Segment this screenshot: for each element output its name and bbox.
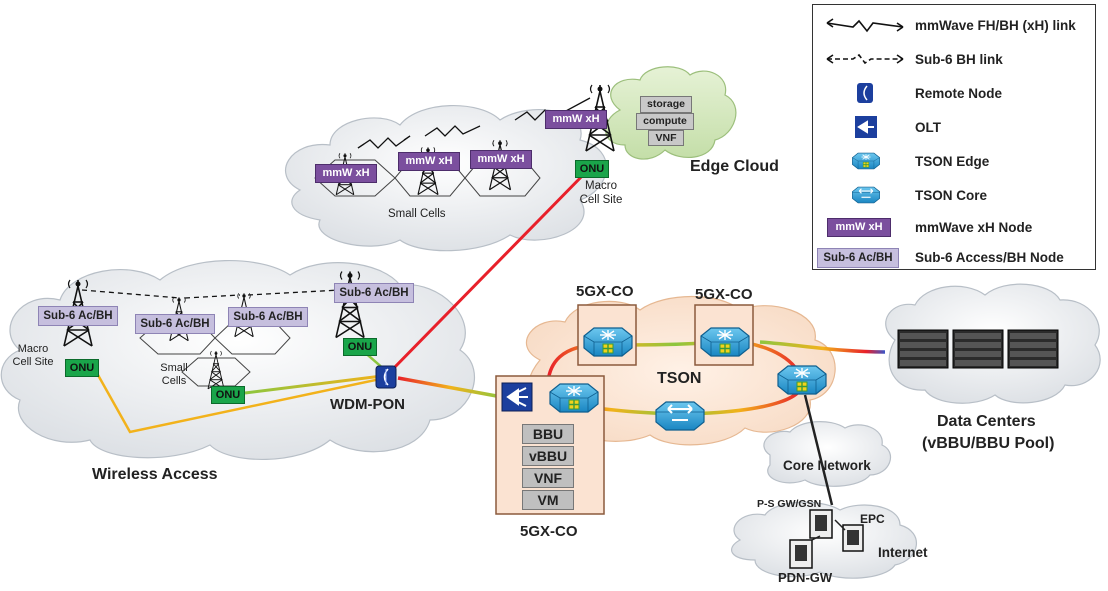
legend-label: TSON Edge bbox=[915, 154, 990, 169]
tson-edge-icon bbox=[700, 327, 750, 357]
onu-badge: ONU bbox=[211, 386, 245, 404]
mmw-node-badge: mmW xH bbox=[545, 110, 607, 129]
legend-label: Remote Node bbox=[915, 86, 1003, 101]
mmw-node-badge: mmW xH bbox=[315, 164, 377, 183]
sub6-node-badge: Sub-6 Ac/BH bbox=[228, 307, 308, 327]
mmw-node-label: mmW xH bbox=[477, 153, 525, 165]
mmwave-link-icon bbox=[826, 18, 904, 33]
mmw-node-label: mmW xH bbox=[322, 167, 370, 179]
legend-label: mmWave FH/BH (xH) link bbox=[915, 18, 1076, 33]
wdm-pon-label: WDM-PON bbox=[330, 396, 405, 413]
co-vnf-box: VNF bbox=[522, 468, 574, 488]
tson-edge-icon bbox=[777, 365, 827, 395]
tson-to-core-link bbox=[803, 394, 834, 506]
tson-edge-icon bbox=[549, 383, 599, 413]
small-cells-top-label: Small Cells bbox=[388, 208, 446, 220]
green-fiber-link-small bbox=[244, 374, 383, 395]
core-network-label: Core Network bbox=[783, 458, 871, 473]
internet-label: Internet bbox=[878, 545, 928, 560]
pdn-gw-label: PDN-GW bbox=[778, 570, 833, 585]
onu-label: ONU bbox=[69, 362, 95, 374]
legend-label: mmWave xH Node bbox=[915, 220, 1033, 235]
legend-item-olt: OLT bbox=[813, 113, 1095, 143]
co-bbu-box: BBU bbox=[522, 424, 574, 444]
legend-item-sub6-link: Sub-6 BH link bbox=[813, 45, 1095, 75]
onu-label: ONU bbox=[347, 341, 373, 353]
tson-edge-icon bbox=[851, 152, 881, 170]
co-bottom-label: 5GX-CO bbox=[520, 523, 578, 540]
epc-label: EPC bbox=[860, 512, 885, 526]
remote-node-icon bbox=[375, 365, 397, 389]
edge-cloud-label: Edge Cloud bbox=[690, 158, 779, 175]
onu-badge: ONU bbox=[65, 359, 99, 377]
remote-node-icon bbox=[857, 83, 873, 103]
ps-gw-label: P-S GW/GSN bbox=[757, 498, 822, 510]
legend-label: Sub-6 BH link bbox=[915, 52, 1003, 67]
tson-edge-icon bbox=[583, 327, 633, 357]
epc-icon bbox=[842, 524, 864, 552]
wireless-access-label: Wireless Access bbox=[92, 466, 218, 483]
legend-item-tson-core: TSON Core bbox=[813, 181, 1095, 211]
onu-badge: ONU bbox=[343, 338, 377, 356]
data-centers-sub-label: (vBBU/BBU Pool) bbox=[922, 435, 1055, 452]
sub6-node-label: Sub-6 Ac/BH bbox=[339, 287, 409, 299]
data-center-racks-icon bbox=[897, 329, 1059, 369]
mmw-node-badge-icon: mmW xH bbox=[827, 218, 891, 237]
macro-cell-site-top-label: Macro Cell Site bbox=[579, 180, 623, 206]
mmw-node-badge: mmW xH bbox=[470, 150, 532, 169]
internet-cloud bbox=[730, 501, 918, 579]
sub6-link-icon bbox=[826, 53, 904, 65]
macro-cell-site-left-label: Macro Cell Site bbox=[12, 343, 54, 368]
red-fiber-link bbox=[388, 168, 590, 374]
legend-label: Sub-6 Access/BH Node bbox=[915, 250, 1064, 265]
legend-item-sub6-node: Sub-6 Ac/BH Sub-6 Access/BH Node bbox=[813, 243, 1095, 273]
legend-label: OLT bbox=[915, 120, 941, 135]
edge-compute-box: compute bbox=[636, 113, 694, 130]
co-right-label: 5GX-CO bbox=[695, 286, 753, 303]
tson-core-icon bbox=[851, 186, 881, 204]
sub6-node-badge-icon: Sub-6 Ac/BH bbox=[817, 248, 899, 268]
core-network-cloud bbox=[763, 421, 892, 487]
sub6-links bbox=[81, 289, 341, 299]
small-cells-left-label: Small Cells bbox=[160, 362, 188, 387]
tson-to-dc-link bbox=[759, 340, 886, 354]
onu-badge: ONU bbox=[575, 160, 609, 178]
legend-item-mmw-node: mmW xH mmWave xH Node bbox=[813, 213, 1095, 243]
sub6-node-label: Sub-6 Ac/BH bbox=[140, 318, 210, 330]
ps-gw-icon bbox=[809, 509, 833, 539]
legend-item-mmwave-link: mmWave FH/BH (xH) link bbox=[813, 11, 1095, 41]
legend-item-remote-node: Remote Node bbox=[813, 79, 1095, 109]
legend-item-tson-edge: TSON Edge bbox=[813, 147, 1095, 177]
tson-label: TSON bbox=[657, 370, 702, 387]
wdm-pon-to-co-link bbox=[397, 376, 503, 399]
legend: mmWave FH/BH (xH) link Sub-6 BH link Rem… bbox=[812, 4, 1096, 270]
sub6-node-label: Sub-6 Ac/BH bbox=[233, 311, 303, 323]
sub6-node-badge: Sub-6 Ac/BH bbox=[38, 306, 118, 326]
mmw-node-label: mmW xH bbox=[552, 113, 600, 125]
yellow-fiber-link bbox=[96, 374, 386, 434]
co-vbbu-box: vBBU bbox=[522, 446, 574, 466]
data-centers-label: Data Centers bbox=[937, 413, 1036, 430]
olt-icon bbox=[855, 116, 877, 138]
legend-label: TSON Core bbox=[915, 188, 988, 203]
co-left-label: 5GX-CO bbox=[576, 283, 634, 300]
sub6-node-badge: Sub-6 Ac/BH bbox=[135, 314, 215, 334]
mmw-node-label: mmW xH bbox=[405, 155, 453, 167]
edge-storage-box: storage bbox=[640, 96, 692, 113]
sub6-node-badge: Sub-6 Ac/BH bbox=[334, 283, 414, 303]
co-vm-box: VM bbox=[522, 490, 574, 510]
pdn-gw-icon bbox=[789, 539, 813, 569]
sub6-node-label: Sub-6 Ac/BH bbox=[43, 310, 113, 322]
mmw-node-badge: mmW xH bbox=[398, 152, 460, 171]
onu-label: ONU bbox=[215, 389, 241, 401]
olt-icon bbox=[501, 382, 533, 412]
onu-label: ONU bbox=[579, 163, 605, 175]
edge-vnf-box: VNF bbox=[648, 130, 684, 146]
tson-core-icon bbox=[655, 401, 705, 431]
